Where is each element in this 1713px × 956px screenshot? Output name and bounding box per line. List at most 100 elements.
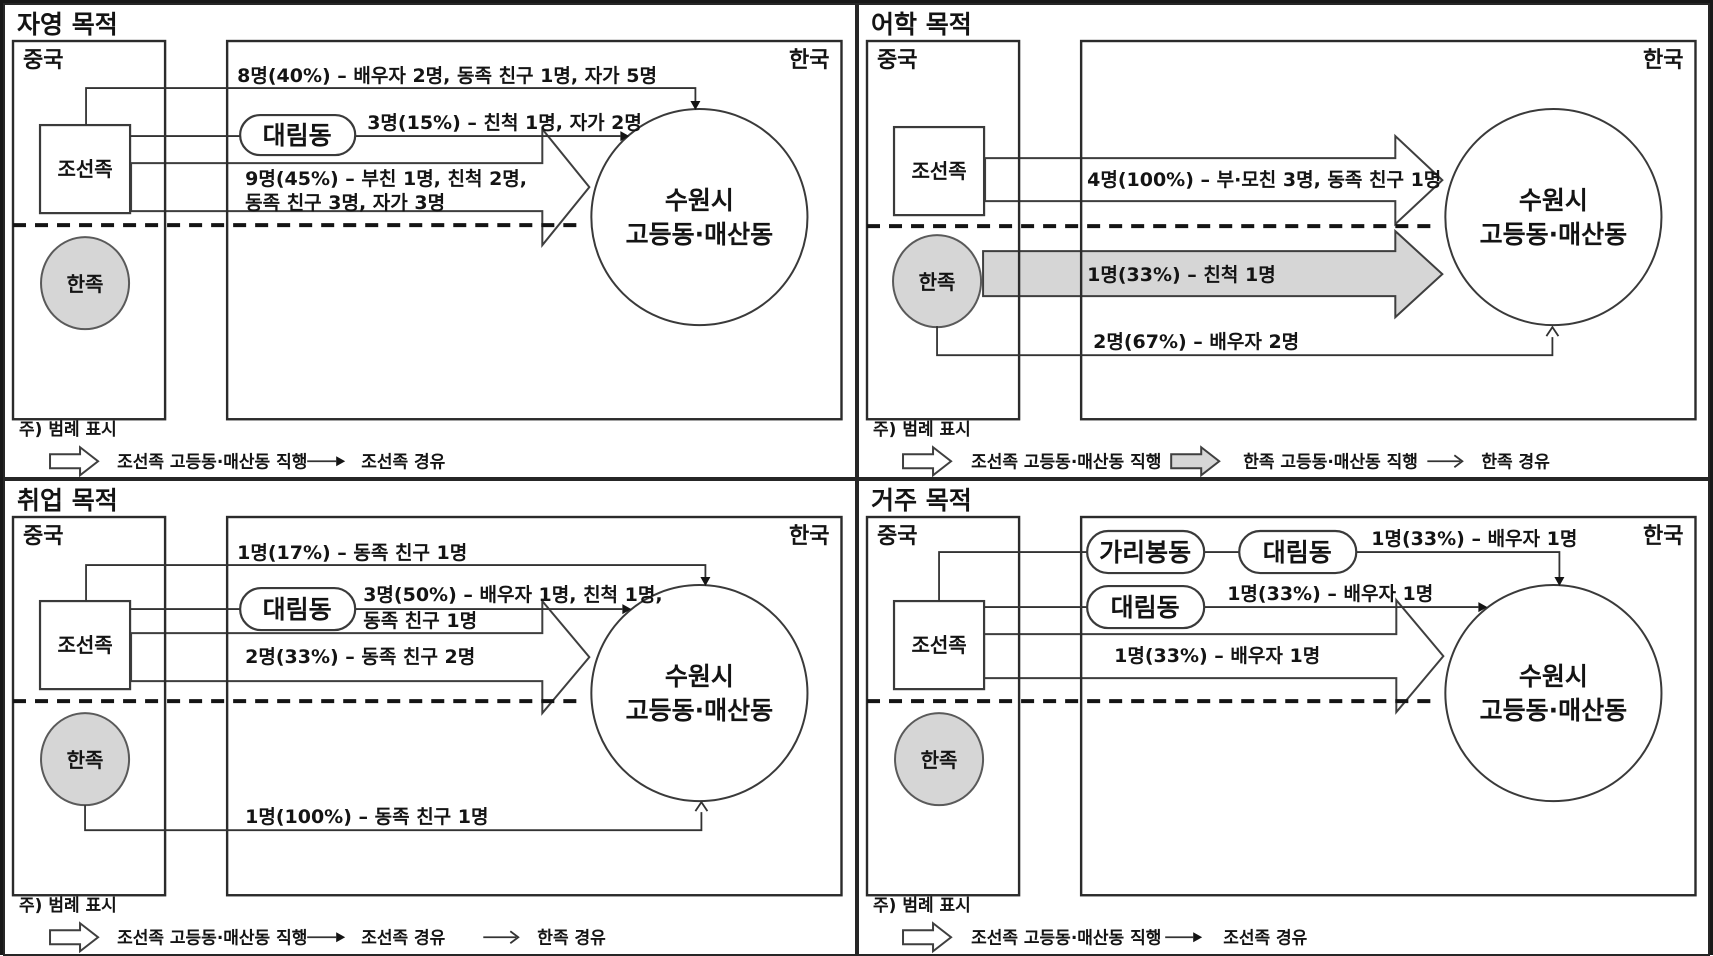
legend-item-label: 조선족 경유 <box>361 929 445 949</box>
legend-item-label: 조선족 고등동·매산동 직행 <box>971 929 1161 949</box>
hanjok-label: 한족 <box>920 748 957 772</box>
legend-block-white-icon <box>901 921 953 954</box>
flow-label-3: 2명(67%) – 배우자 2명 <box>1093 331 1299 353</box>
waypoint-daerim-1-label: 대림동 <box>1262 538 1331 567</box>
arrowhead-open-up-icon <box>1545 325 1559 337</box>
waypoint-daerim <box>239 113 357 157</box>
legend-thin-filled-head-icon <box>1192 932 1202 943</box>
flow-label-2-line2: 동족 친구 1명 <box>363 610 477 632</box>
panel-employment-diagram: 취업 목적 중국 한국 조선족 한족 대림동 1명(17%) – 동족 친구 1… <box>11 486 843 954</box>
panel-title: 취업 목적 <box>17 486 118 515</box>
flow-label-2-line1: 3명(50%) – 배우자 1명, 친척 1명, <box>363 584 662 606</box>
destination-line1: 수원시 <box>1518 662 1587 691</box>
hanjok-label: 한족 <box>67 748 104 772</box>
flow-label-2: 1명(33%) – 친척 1명 <box>1087 264 1276 286</box>
flow-label-3: 1명(33%) – 배우자 1명 <box>1114 645 1320 667</box>
arrowhead-down-icon <box>690 101 701 111</box>
arrowhead-right-icon <box>620 131 630 142</box>
hanjok-label: 한족 <box>67 272 104 296</box>
flow-arrow-1 <box>85 564 707 602</box>
flow-arrow-hanjok-via <box>84 805 703 832</box>
hanjok-circle <box>893 712 984 807</box>
joseonjok-label: 조선족 <box>911 633 966 657</box>
destination-circle <box>590 108 809 327</box>
legend-item-label: 조선족 고등동·매산동 직행 <box>117 929 307 949</box>
legend-thin-filled-head-icon <box>336 456 346 467</box>
legend-item-label: 조선족 경유 <box>361 452 445 472</box>
flow-arrow-1 <box>85 87 697 126</box>
joseonjok-box <box>892 600 985 691</box>
korea-box <box>225 516 843 897</box>
legend-thin-open-head-icon <box>1453 454 1464 468</box>
flow-label-3-line2: 동족 친구 3명, 자가 3명 <box>245 192 445 214</box>
hanjok-label: 한족 <box>918 270 955 294</box>
origin-label: 중국 <box>877 48 917 73</box>
destination-line2: 고등동·매산동 <box>1479 220 1627 249</box>
legend-item-label: 한족 경유 <box>537 929 606 949</box>
korea-box <box>1079 39 1697 421</box>
legend-block-white-icon <box>901 445 953 478</box>
destination-line2: 고등동·매산동 <box>626 220 774 249</box>
destination-line2: 고등동·매산동 <box>626 696 774 725</box>
hanjok-circle <box>40 712 131 807</box>
block-arrow-joseonjok-direct <box>130 126 591 248</box>
joseonjok-box <box>38 600 132 691</box>
destination-line2: 고등동·매산동 <box>1479 696 1627 725</box>
legend-item-label: 조선족 경유 <box>1223 929 1307 949</box>
arrowhead-down-icon <box>1553 577 1564 587</box>
block-arrow-joseonjok-direct <box>130 598 591 717</box>
china-box <box>865 516 1020 897</box>
origin-label: 중국 <box>23 524 63 549</box>
legend-note: 주) 범례 표시 <box>19 897 117 917</box>
flow-label-1: 4명(100%) – 부·모친 3명, 동족 친구 1명 <box>1087 169 1441 191</box>
flow-label-3: 2명(33%) – 동족 친구 2명 <box>245 646 475 668</box>
legend-block-gray-icon <box>1169 445 1221 478</box>
korea-box <box>225 39 843 421</box>
flow-label-1: 8명(40%) – 배우자 2명, 동족 친구 1명, 자가 5명 <box>237 65 657 87</box>
waypoint-daerim-2 <box>1085 585 1205 630</box>
flow-label-1: 1명(33%) – 배우자 1명 <box>1371 528 1577 550</box>
flow-label-1: 1명(17%) – 동족 친구 1명 <box>237 542 467 564</box>
waypoint-daerim-2-label: 대림동 <box>1110 593 1179 622</box>
destination-circle <box>590 584 809 803</box>
panel-self-employment: 자영 목적 중국 한국 조선족 한족 대림동 8명(40%) – 배우자 2명,… <box>3 3 857 480</box>
legend-note: 주) 범례 표시 <box>19 420 117 440</box>
origin-label: 중국 <box>877 524 917 549</box>
arrowhead-right-icon <box>1477 602 1487 613</box>
china-box <box>11 516 167 897</box>
panel-residence-diagram: 거주 목적 중국 한국 조선족 한족 가리봉동 대림동 대림동 1명(33%) … <box>865 486 1697 954</box>
flow-label-2: 1명(33%) – 배우자 1명 <box>1227 583 1433 605</box>
dest-label: 한국 <box>1643 524 1683 549</box>
china-box <box>11 39 167 421</box>
waypoint-daerim-label: 대림동 <box>263 121 332 150</box>
joseonjok-label: 조선족 <box>911 159 966 183</box>
korea-box <box>1079 516 1697 897</box>
panel-self-employment-diagram: 자영 목적 중국 한국 조선족 한족 대림동 8명(40%) – 배우자 2명,… <box>11 10 843 478</box>
dest-label: 한국 <box>1643 48 1683 73</box>
block-arrow-joseonjok-direct <box>982 597 1445 716</box>
legend-block-white-icon <box>49 921 100 954</box>
arrowhead-open-up-icon <box>694 800 709 812</box>
joseonjok-label: 조선족 <box>57 633 112 657</box>
block-arrow-hanjok-direct <box>981 228 1444 320</box>
panel-language-study-diagram: 어학 목적 중국 한국 조선족 한족 4명(100%) – 부·모친 3명, 동… <box>865 10 1697 478</box>
panel-language-study: 어학 목적 중국 한국 조선족 한족 4명(100%) – 부·모친 3명, 동… <box>856 3 1710 480</box>
waypoint-garibong-label: 가리봉동 <box>1099 538 1191 567</box>
flow-label-4: 1명(100%) – 동족 친구 1명 <box>245 806 488 828</box>
dest-label: 한국 <box>789 48 829 73</box>
block-arrow-joseonjok-direct <box>983 133 1444 227</box>
waypoint-daerim-1 <box>1237 530 1357 575</box>
arrowhead-down-icon <box>700 577 711 587</box>
legend-note: 주) 범례 표시 <box>873 897 971 917</box>
legend-block-white-icon <box>49 445 100 478</box>
joseonjok-box <box>38 123 132 215</box>
hanjok-circle <box>40 236 131 331</box>
legend-item-label: 조선족 고등동·매산동 직행 <box>117 452 307 472</box>
legend-item-label: 조선족 고등동·매산동 직행 <box>971 452 1161 472</box>
legend-item-label: 한족 고등동·매산동 직행 <box>1243 452 1418 472</box>
flow-label-3-line1: 9명(45%) – 부친 1명, 친척 2명, <box>245 168 527 190</box>
waypoint-daerim <box>239 587 357 632</box>
panel-title: 어학 목적 <box>871 10 972 39</box>
destination-line1: 수원시 <box>665 186 734 215</box>
origin-label: 중국 <box>23 48 63 73</box>
